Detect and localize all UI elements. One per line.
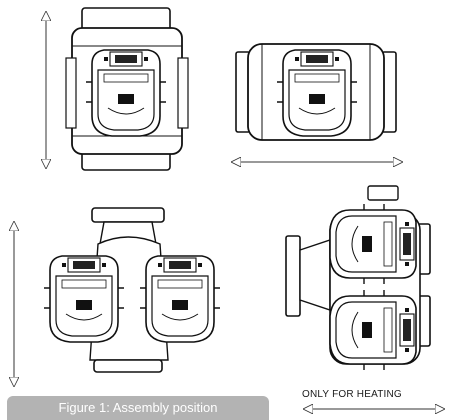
pump-twin-horizontal bbox=[285, 185, 431, 371]
figure-caption: Figure 1: Assembly position bbox=[7, 396, 269, 420]
pump-vertical bbox=[65, 7, 189, 171]
pump-horizontal bbox=[235, 43, 397, 141]
heating-note: ONLY FOR HEATING bbox=[302, 389, 402, 400]
pump-twin-vertical bbox=[43, 207, 221, 373]
